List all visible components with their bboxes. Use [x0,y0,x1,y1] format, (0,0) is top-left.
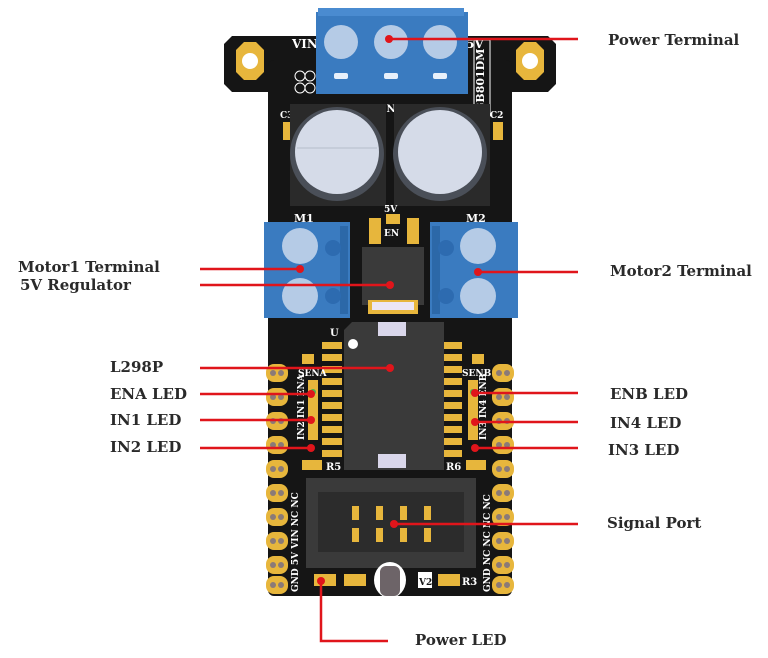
power-terminal [316,8,468,94]
label-motor1-terminal: Motor1 Terminal [18,258,160,276]
silk-r3: R3 [462,577,477,588]
silk-right-led-labels: IN3 IN4 ENB [479,373,489,440]
silk-left-led-labels: IN2 IN1 ENA [297,373,307,440]
silk-sena: SENA [298,369,328,379]
silk-c2: C2 [490,111,503,121]
silk-c3: C3 [280,111,293,121]
label-signal-port: Signal Port [607,514,702,532]
silk-r5: R5 [326,462,341,473]
silk-en-5v: 5V [384,205,398,215]
label-power-terminal: Power Terminal [608,31,740,49]
silk-m2: M2 [466,212,486,225]
5v-regulator [362,247,424,314]
label-in1-led: IN1 LED [110,411,182,429]
label-l298p: L298P [110,358,164,376]
right-edge-pads [492,364,514,594]
capacitor-left [290,104,386,206]
label-power-led: Power LED [415,631,507,649]
silk-u: U [330,328,339,339]
silk-r6: R6 [446,462,461,473]
label-in3-led: IN3 LED [608,441,680,459]
label-motor2-terminal: Motor2 Terminal [610,262,752,280]
label-in2-led: IN2 LED [110,438,182,456]
silk-senb: SENB [462,369,492,379]
polarity-symbol-icon [294,70,316,94]
silk-en: EN [384,229,399,239]
pointer-power-led [319,581,388,643]
callout-lines [200,37,578,643]
chip-pins-left [322,342,342,457]
right-led-column [468,380,478,440]
label-in4-led: IN4 LED [610,414,682,432]
silk-gnd: GND [378,104,405,115]
label-enb-led: ENB LED [610,385,689,403]
left-led-column [308,380,318,440]
silk-board-name: GB801DM [474,49,487,112]
silk-left-pin-labels: GND 5V VIN NC NC [291,492,301,592]
label-5v-regulator: 5V Regulator [20,276,131,294]
silk-vin: VIN [291,37,318,51]
l298p-chip [322,322,462,470]
callout-dots [296,35,482,585]
chip-pins-right [442,342,462,457]
motor2-terminal [430,222,518,318]
label-ena-led: ENA LED [110,385,187,403]
silk-v2: V2 [418,578,432,588]
silk-m1: M1 [294,212,314,225]
silk-right-pin-labels: GND NC NC NC NC [483,494,493,592]
capacitor-right [393,104,490,206]
